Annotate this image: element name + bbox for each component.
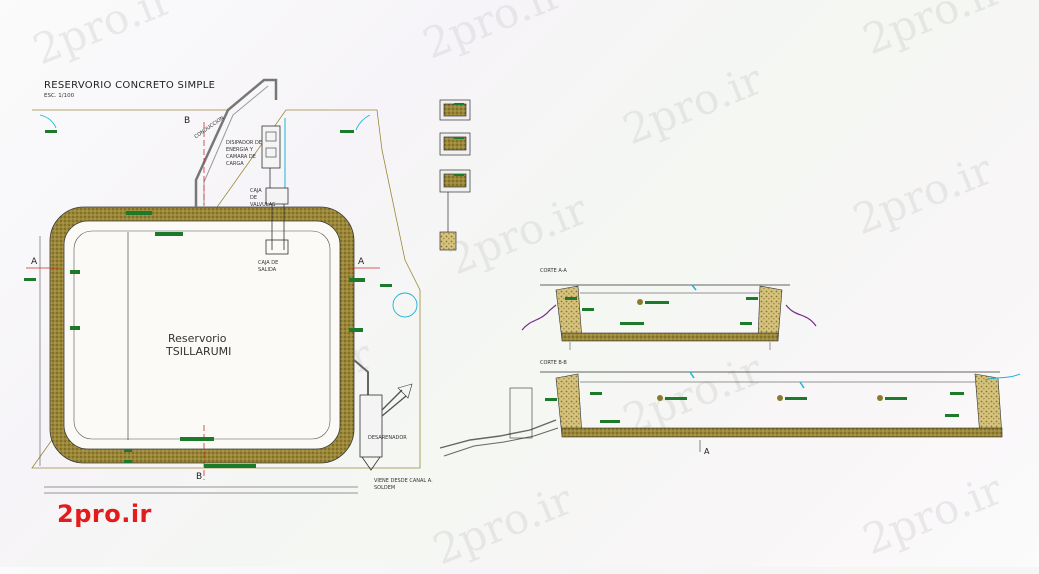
annotation-marks — [24, 130, 392, 468]
site-boundary — [31, 109, 421, 469]
label-inflow: VIENE DESDE CANAL A. SOLDEM — [374, 478, 433, 491]
label-dissipator: DISIPADOR DE ENERGIA Y CAMARA DE CARGA — [226, 140, 262, 167]
plan-title: RESERVORIO CONCRETO SIMPLE — [44, 80, 216, 91]
label-valve-box: CAJA DE VALVULAS — [250, 188, 276, 208]
valve-box — [265, 187, 289, 205]
plan-scale: ESC. 1/100 — [44, 93, 75, 99]
desander-box — [359, 394, 383, 458]
label-outlet-box: CAJA DE SALIDA — [258, 260, 279, 273]
conduction-pipe — [194, 78, 278, 207]
overflow-pipe — [353, 359, 369, 395]
section-a-a — [521, 284, 817, 350]
section-marker-a-bottom: A — [704, 447, 710, 456]
outlet-box — [265, 239, 289, 255]
section-b-b-title: CORTE B-B — [540, 360, 567, 366]
section-marker-a-left: A — [31, 257, 38, 267]
reservoir-name-2: TSILLARUMI — [166, 345, 232, 358]
section-b-b — [439, 371, 1021, 457]
plan-view — [24, 78, 421, 494]
label-desander: DESARENADOR — [368, 435, 407, 441]
section-marker-b-bottom: B — [196, 472, 203, 482]
dissipator-box — [261, 125, 281, 169]
section-a-a-title: CORTE A-A — [540, 268, 567, 274]
detail-views — [439, 99, 471, 251]
reservoir-name: Reservorio — [168, 332, 227, 345]
section-marker-a-right: A — [358, 257, 365, 267]
section-marker-b-top: B — [184, 116, 191, 126]
brand-logo: 2pro.ir — [57, 500, 152, 528]
reservoir-inner-area — [63, 220, 341, 450]
